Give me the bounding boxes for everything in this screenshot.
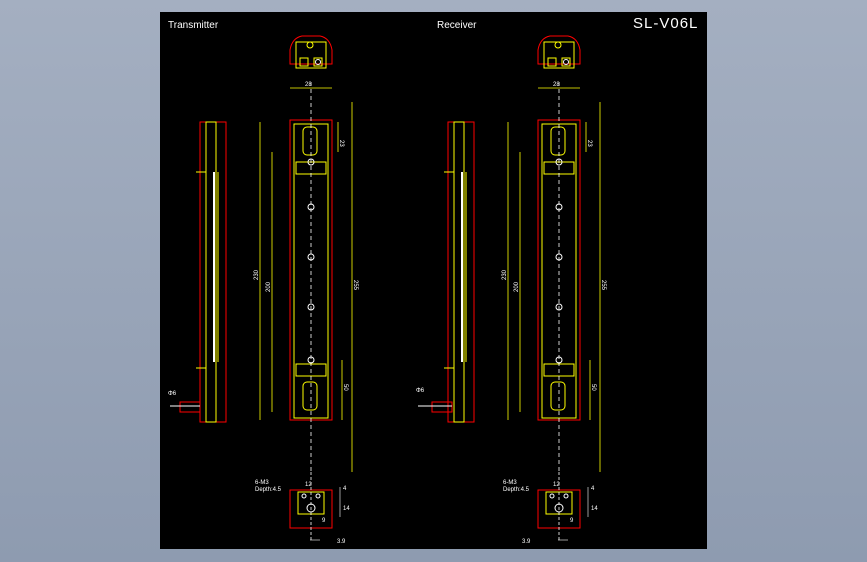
transmitter-top-offset-dim: 23 [338,140,344,147]
receiver-width-dim: 28 [553,82,560,88]
transmitter-bottom-side-dim: 9 [322,518,326,524]
transmitter-side-view [170,121,227,423]
receiver-bottom-height-dim: 4 [591,486,595,492]
transmitter-label: Transmitter [168,20,219,31]
receiver-length-dim: 230 [502,269,508,280]
transmitter-small-offset-dim: 3.9 [337,539,346,545]
receiver-bottom-side-dim: 9 [570,518,574,524]
transmitter-depth-note: Depth:4.5 [255,487,282,493]
receiver-small-offset-dim: 3.9 [522,539,531,545]
receiver-bottom-depth-dim: 14 [591,506,598,512]
receiver-overall-dim: 255 [600,280,606,291]
receiver-front-view [507,82,601,472]
transmitter-bottom-offset-dim: 50 [342,384,348,391]
transmitter-pitch-dim: 200 [266,281,272,292]
transmitter-bottom-width-dim: 12 [305,482,312,488]
transmitter-width-dim: 28 [305,82,312,88]
receiver-thread-note: 6-M3 [503,480,517,486]
transmitter-bottom-depth-dim: 14 [343,506,350,512]
receiver-top-offset-dim: 23 [586,140,592,147]
receiver-label: Receiver [437,20,477,31]
transmitter-cable-dim: Φ6 [168,391,177,397]
receiver-depth-note: Depth:4.5 [503,487,530,493]
drawing-canvas: Φ6 28 23 230 200 255 50 [168,35,606,545]
receiver-top-view [537,35,581,69]
transmitter-front-view [259,82,353,472]
receiver-side-view [418,121,475,423]
transmitter-thread-note: 6-M3 [255,480,269,486]
receiver-bottom-offset-dim: 50 [590,384,596,391]
receiver-cable-dim: Φ6 [416,388,425,394]
receiver-bottom-width-dim: 12 [553,482,560,488]
transmitter-overall-dim: 255 [352,280,358,291]
transmitter-bottom-view [289,472,341,542]
cad-drawing-viewport[interactable]: Transmitter Receiver SL-V06L Φ6 [160,12,707,549]
transmitter-length-dim: 230 [254,269,260,280]
transmitter-top-view [289,35,333,69]
receiver-pitch-dim: 200 [514,281,520,292]
receiver-bottom-view [537,472,589,542]
transmitter-bottom-height-dim: 4 [343,486,347,492]
model-title: SL-V06L [633,15,699,32]
